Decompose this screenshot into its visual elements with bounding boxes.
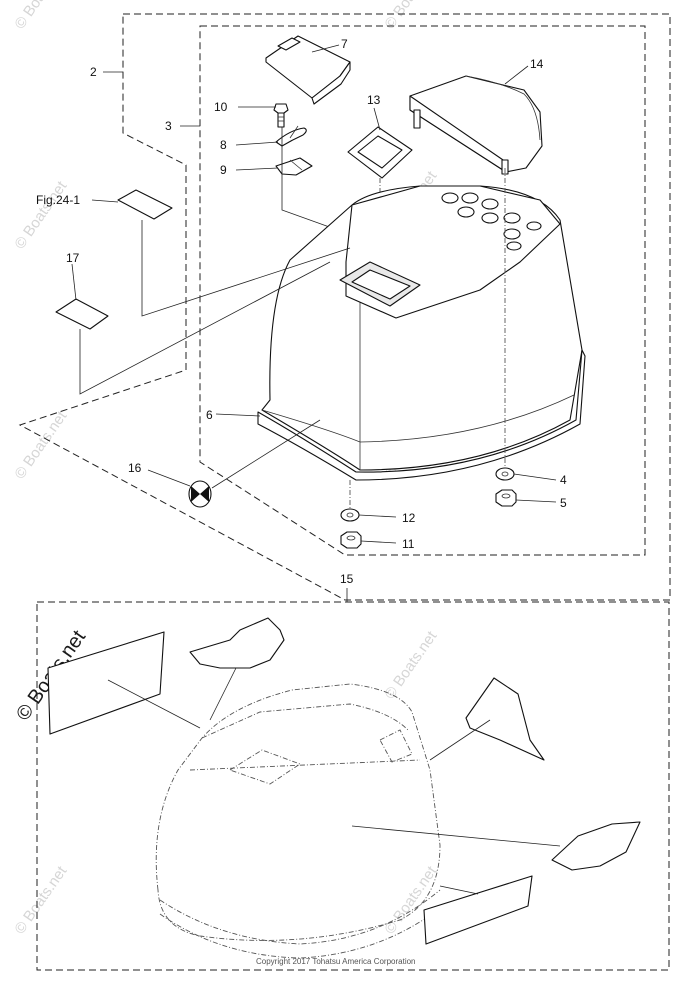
leader-line [79,261,331,395]
part-16-emblem [188,480,212,508]
callout-2: 2 [90,65,97,79]
callout-11: 11 [402,537,415,551]
callout-5: 5 [560,496,567,510]
watermark-text: © Boats.net [11,862,70,937]
part-12-washer [340,508,360,522]
callout-fig24: Fig.24-1 [36,193,80,207]
callout-10: 10 [214,100,228,114]
group-outline-3 [199,25,646,556]
copyright-text: Copyright 2017 Tohatsu America Corporati… [256,957,416,966]
callout-15: 15 [340,572,354,586]
group-outline-15 [36,601,670,971]
watermark-text: © Boats.net [11,0,70,32]
part-14-cover [409,75,543,175]
callout-16: 16 [128,461,142,475]
callout-12: 12 [402,511,416,525]
callout-17: 17 [66,251,80,265]
part-11-nut [340,531,362,549]
callout-8: 8 [220,138,227,152]
leader-line [211,419,321,489]
callout-7: 7 [341,37,348,51]
watermark-text: © Boats.net [11,407,70,482]
group-outline-2 [18,13,671,601]
part-15-decal-set [47,617,641,959]
part-5-nut [495,489,517,507]
fig24-decal [117,189,173,220]
part-13-grommet [347,126,413,179]
callout-4: 4 [560,473,567,487]
callout-3: 3 [165,119,172,133]
part-9-bracket [275,157,313,176]
leader-line [141,220,351,317]
cowling-bosses [441,192,542,251]
part-7-plate [265,35,351,105]
watermark-text: © Boats.net [381,0,440,32]
callout-labels: 2 3 7 10 8 9 13 14 Fig.24-1 17 6 16 4 5 … [36,37,567,586]
callout-14: 14 [530,57,544,71]
callout-6: 6 [206,408,213,422]
callout-leaders [71,44,557,544]
callout-13: 13 [367,93,381,107]
part-10-bolt [273,103,289,128]
callout-9: 9 [220,163,227,177]
part-6-cowling [257,185,586,481]
part-8-clip [275,125,307,147]
watermark-text: © Boats.net [381,627,440,702]
part-4-washer [495,467,515,481]
watermark-text: © Boats.net [11,177,70,252]
part-17-decal [55,298,109,330]
